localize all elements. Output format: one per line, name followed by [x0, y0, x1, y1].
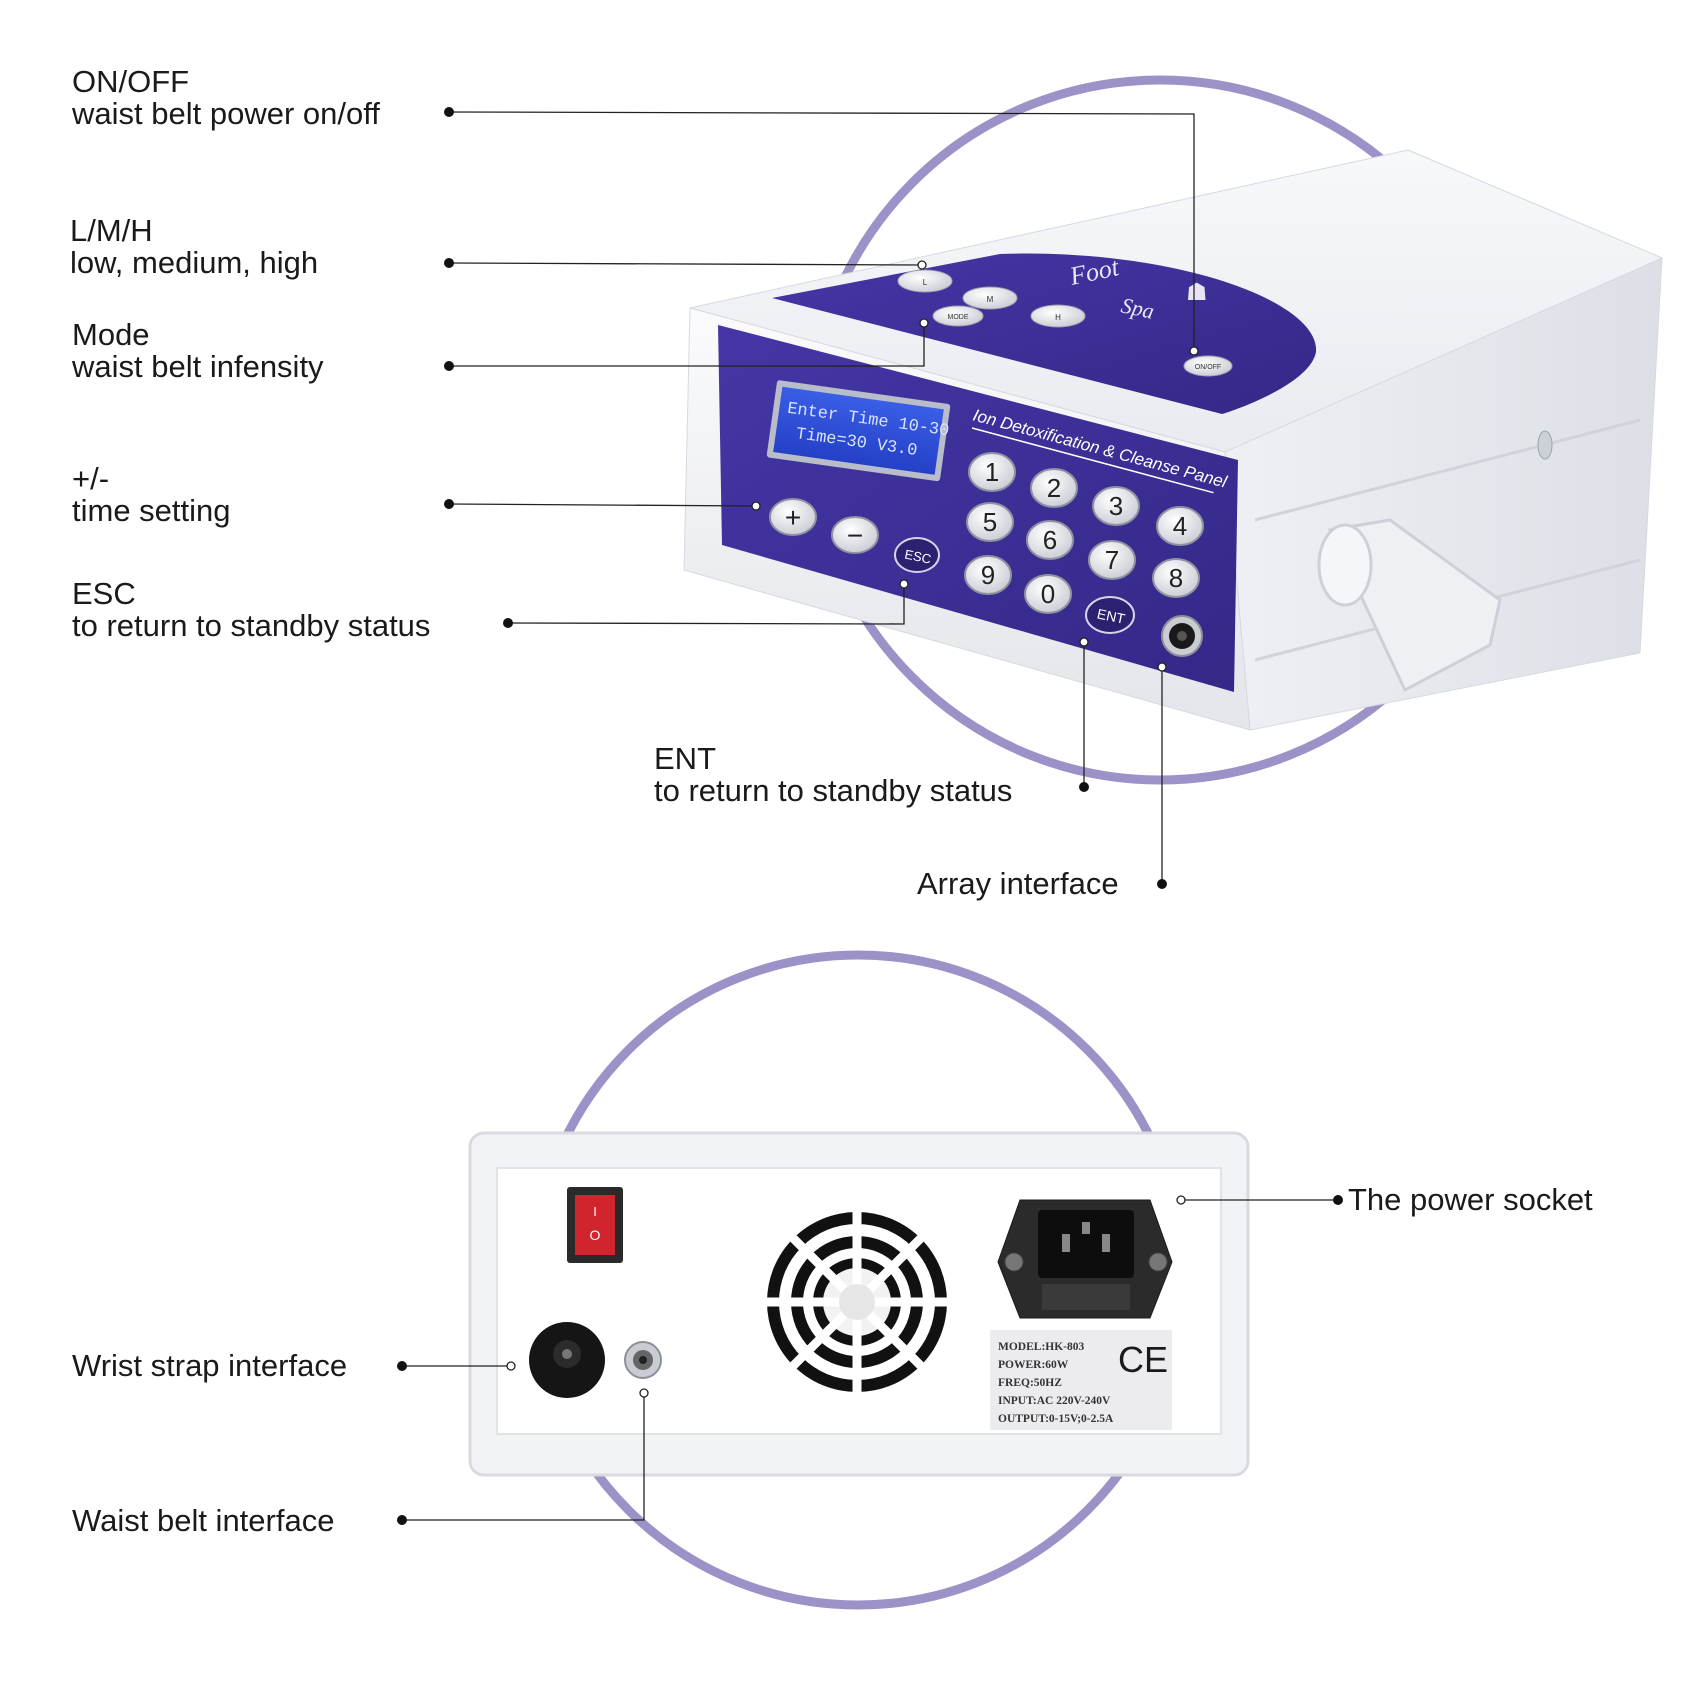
top-button-h-label: H — [1055, 313, 1061, 322]
keypad-button-label-6: 6 — [1043, 525, 1057, 555]
socket-screw-right-icon — [1148, 1252, 1168, 1272]
keypad-button-4[interactable] — [1156, 506, 1204, 546]
spec-line: OUTPUT:0-15V;0-2.5A — [998, 1413, 1114, 1425]
keypad-button-0[interactable] — [1024, 574, 1072, 614]
footprint-icon: ☗ — [1186, 279, 1208, 306]
leader-dots — [397, 107, 1343, 1525]
onoff-button-label: ON/OFF — [1195, 364, 1221, 371]
keypad-button-7[interactable] — [1088, 540, 1136, 580]
callout-power-socket-desc: The power socket — [1348, 1182, 1593, 1217]
keypad-button-5[interactable] — [966, 502, 1014, 542]
callout-lmh-desc: low, medium, high — [70, 245, 319, 280]
keypad-button-3[interactable] — [1092, 486, 1140, 526]
callout-time-title: +/- — [72, 461, 110, 496]
top-button-m-label: M — [987, 295, 994, 304]
onoff-button[interactable] — [1183, 355, 1233, 377]
callout-esc: ESC to return to standby status — [72, 578, 430, 642]
side-handle — [1327, 518, 1502, 693]
callout-wrist: Wrist strap interface — [72, 1350, 347, 1382]
callout-onoff-title: ON/OFF — [72, 64, 190, 99]
numeric-keypad: 1 2 3 4 5 6 7 8 9 0 — [964, 452, 1204, 614]
callout-mode-desc: waist belt infensity — [72, 349, 324, 384]
keypad-button-8[interactable] — [1152, 558, 1200, 598]
esc-button[interactable] — [894, 537, 940, 573]
spec-line: POWER:60W — [998, 1359, 1069, 1371]
top-button-mode-label: MODE — [948, 314, 969, 321]
keypad-button-label-0: 0 — [1041, 579, 1055, 609]
callout-mode: Mode waist belt infensity — [72, 319, 324, 383]
esc-button-label: ESC — [903, 546, 932, 566]
callout-wrist-desc: Wrist strap interface — [72, 1348, 348, 1383]
keypad-button-2[interactable] — [1030, 468, 1078, 508]
keypad-button-label-8: 8 — [1169, 563, 1183, 593]
callout-array: Array interface — [917, 868, 1119, 900]
top-button-l-label: L — [923, 278, 928, 287]
fan-grille-icon — [763, 1208, 951, 1396]
callout-esc-desc: to return to standby status — [72, 608, 431, 643]
callout-lmh-title: L/M/H — [70, 213, 153, 248]
top-button-l[interactable] — [897, 269, 953, 293]
time-buttons: + − ESC — [769, 498, 940, 573]
keypad-button-1[interactable] — [968, 452, 1016, 492]
keypad-button-6[interactable] — [1026, 520, 1074, 560]
lcd-screen — [773, 386, 944, 475]
keypad-button-9[interactable] — [964, 555, 1012, 595]
callout-mode-title: Mode — [72, 317, 150, 352]
spec-line: INPUT:AC 220V-240V — [998, 1395, 1111, 1407]
ent-button[interactable] — [1085, 596, 1135, 634]
callout-time-desc: time setting — [72, 493, 231, 528]
callout-ent-desc: to return to standby status — [654, 773, 1013, 808]
keypad-button-label-4: 4 — [1173, 511, 1187, 541]
callout-time: +/- time setting — [72, 463, 231, 527]
plus-button[interactable] — [769, 498, 817, 536]
top-control-label — [772, 253, 1317, 414]
leader-endpoints — [506, 260, 1199, 1398]
top-button-m[interactable] — [962, 286, 1018, 310]
callout-waist-desc: Waist belt interface — [72, 1503, 335, 1538]
callout-onoff: ON/OFF waist belt power on/off — [72, 66, 380, 130]
top-button-h[interactable] — [1030, 304, 1086, 328]
callout-esc-title: ESC — [72, 576, 136, 611]
callout-onoff-desc: waist belt power on/off — [72, 96, 380, 131]
side-screw-icon — [1537, 430, 1553, 460]
top-button-mode[interactable] — [932, 305, 984, 327]
lcd-group: Enter Time 10-30 Time=30 V3.0 — [766, 380, 950, 482]
ce-mark: CE — [1118, 1339, 1168, 1380]
callout-array-desc: Array interface — [917, 866, 1119, 901]
callout-lmh: L/M/H low, medium, high — [70, 215, 318, 279]
leader-lines — [402, 111, 1336, 1521]
callout-waist: Waist belt interface — [72, 1505, 334, 1537]
callout-ent-title: ENT — [654, 741, 716, 776]
spec-line: FREQ:50HZ — [998, 1377, 1062, 1389]
keypad-button-label-3: 3 — [1109, 491, 1123, 521]
minus-button-label: − — [847, 520, 863, 551]
switch-i-label: I — [593, 1204, 597, 1219]
spec-label — [990, 1330, 1172, 1430]
plus-button-label: + — [785, 502, 801, 533]
ent-button-label: ENT — [1096, 605, 1127, 627]
top-buttons: L M MODE H ON/OFF — [897, 269, 1233, 377]
callout-power-socket: The power socket — [1348, 1184, 1593, 1216]
callout-ent: ENT to return to standby status — [654, 743, 1012, 807]
keypad-button-label-5: 5 — [983, 507, 997, 537]
keypad-button-label-9: 9 — [981, 560, 995, 590]
minus-button[interactable] — [831, 516, 879, 554]
keypad-button-label-2: 2 — [1047, 473, 1061, 503]
keypad-button-label-1: 1 — [985, 457, 999, 487]
spec-line: MODEL:HK-803 — [998, 1341, 1084, 1353]
keypad-button-label-7: 7 — [1105, 545, 1119, 575]
socket-screw-left-icon — [1004, 1252, 1024, 1272]
switch-o-label: O — [590, 1227, 601, 1243]
